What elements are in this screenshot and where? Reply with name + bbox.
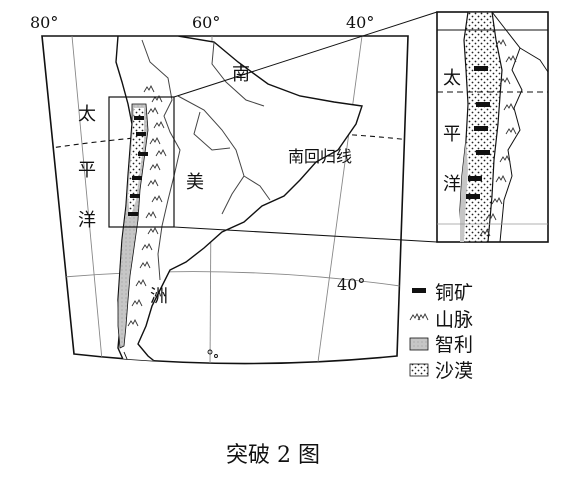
- country-border-5: [243, 175, 271, 201]
- parallel-40: [51, 271, 401, 287]
- label-yang: 洋: [78, 210, 96, 231]
- inset-label-yang: 洋: [443, 174, 461, 195]
- inset-border-2: [519, 47, 548, 73]
- inset-copper-ores: [466, 66, 490, 199]
- figure-caption: 突破 2 图: [226, 443, 320, 468]
- copper-ores: [128, 116, 148, 216]
- legend-label-copper: 铜矿: [435, 282, 473, 304]
- inset-chile-shade: [460, 140, 468, 242]
- inset-connector-top: [173, 11, 438, 98]
- label-tai: 太: [78, 104, 96, 125]
- lat-label-40: 40°: [337, 275, 365, 294]
- lon-label-40: 40°: [346, 13, 374, 32]
- legend-label-mountain: 山脉: [435, 309, 473, 331]
- label-mei: 美: [186, 172, 204, 193]
- label-tropic: 南回归线: [288, 147, 352, 166]
- inset-highlight-box: [108, 96, 175, 228]
- label-ping: 平: [78, 160, 96, 181]
- main-map: 80° 60° 40° 40° 南 美 洲 太 平 洋 南回归线: [30, 11, 438, 365]
- country-border-2: [177, 95, 245, 215]
- legend-label-chile: 智利: [435, 334, 473, 356]
- chile-fill-icon: [409, 337, 429, 351]
- legend-label-desert: 沙漠: [435, 360, 473, 382]
- label-zhou: 洲: [150, 286, 168, 307]
- inset-map: 太 平 洋: [436, 11, 549, 243]
- copper-ore-icon: [412, 288, 426, 293]
- country-border-3: [211, 41, 265, 107]
- desert-dots-icon: [409, 363, 429, 377]
- country-border-1: [141, 39, 181, 281]
- inset-connector-bottom: [173, 226, 438, 243]
- lon-label-60: 60°: [192, 13, 220, 32]
- inset-label-ping: 平: [443, 124, 461, 145]
- inset-label-tai: 太: [443, 68, 461, 89]
- meridian-80: [71, 36, 103, 361]
- inset-east-border: [491, 12, 523, 242]
- label-nan: 南: [232, 64, 250, 85]
- country-border-4: [193, 111, 231, 151]
- mountain-icon: [409, 313, 429, 321]
- lon-label-80: 80°: [30, 13, 58, 32]
- legend: 铜矿 山脉 智利 沙漠: [409, 282, 473, 382]
- meridian-40: [317, 36, 363, 363]
